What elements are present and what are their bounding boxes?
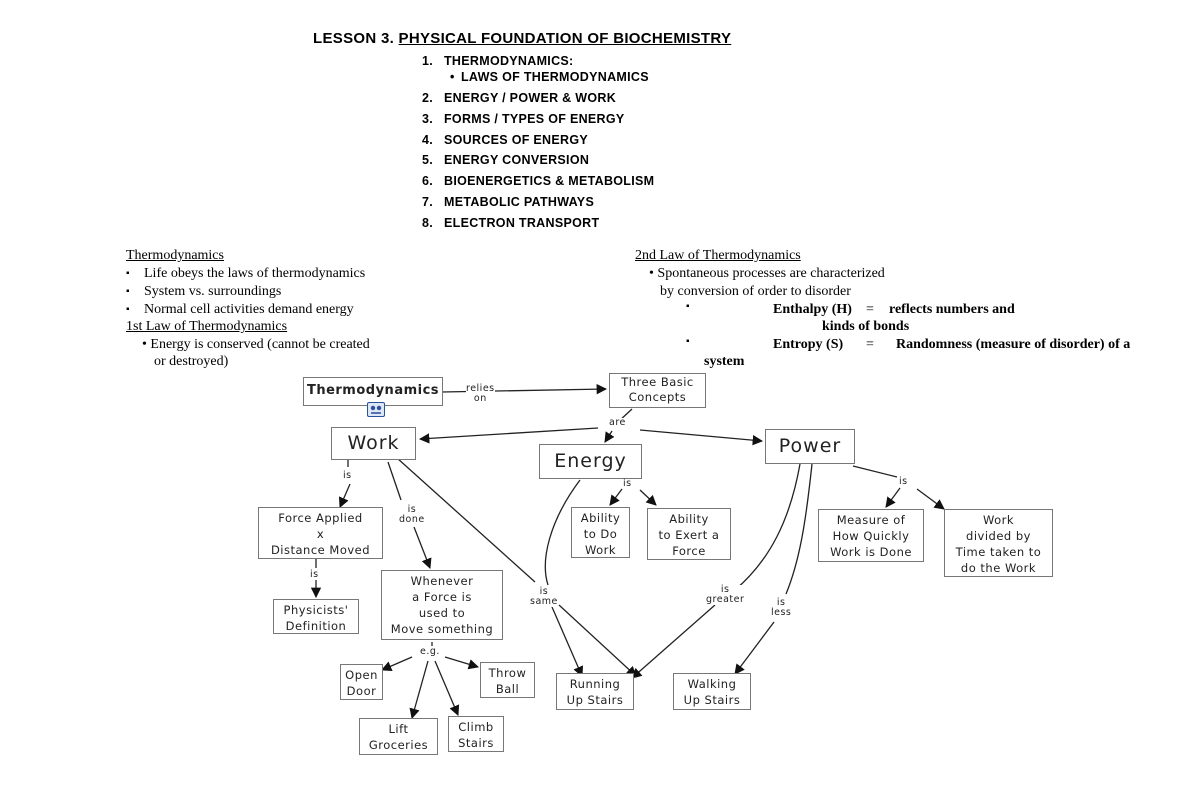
note-bullet: ▪Normal cell activities demand energy: [126, 302, 354, 317]
toc-item-8: 8.ELECTRON TRANSPORT: [422, 216, 600, 230]
node-physicists-definition: Physicists'Definition: [273, 599, 359, 634]
entropy-bullet: ▪: [686, 336, 690, 347]
node-thermodynamics: Thermodynamics: [303, 377, 443, 406]
toc-item-3: 3.FORMS / TYPES OF ENERGY: [422, 112, 625, 126]
link-label-eg: e.g.: [420, 646, 440, 657]
entropy-def-2: system: [704, 354, 745, 369]
entropy-eq: =: [866, 337, 874, 352]
note-bullet: ▪System vs. surroundings: [126, 284, 282, 299]
entropy-def: Randomness (measure of disorder) of a: [896, 337, 1131, 352]
second-law-text: • Spontaneous processes are characterize…: [649, 266, 885, 281]
first-law-text-2: or destroyed): [154, 354, 229, 369]
lesson-label: LESSON 3.: [313, 30, 395, 47]
toc-item-1: 1.THERMODYNAMICS:: [422, 54, 574, 68]
enthalpy-bullet: ▪: [686, 301, 690, 312]
lesson-title: LESSON 3. PHYSICAL FOUNDATION OF BIOCHEM…: [313, 30, 731, 47]
second-law-heading: 2nd Law of Thermodynamics: [635, 248, 801, 263]
toc-item-5: 5.ENERGY CONVERSION: [422, 153, 590, 167]
second-law-text-2: by conversion of order to disorder: [660, 284, 851, 299]
enthalpy-term: Enthalpy (H): [773, 302, 852, 317]
thermodynamics-heading: Thermodynamics: [126, 248, 224, 263]
link-label-is: is: [623, 478, 632, 489]
enthalpy-eq: =: [866, 302, 874, 317]
toc-item-6: 6.BIOENERGETICS & METABOLISM: [422, 174, 655, 188]
map-cluster-icon[interactable]: [367, 402, 385, 417]
link-label-is: is: [343, 470, 352, 481]
toc-item-7: 7.METABOLIC PATHWAYS: [422, 195, 595, 209]
enthalpy-def-2: kinds of bonds: [822, 319, 910, 334]
node-power: Power: [765, 429, 855, 464]
link-label-are: are: [609, 417, 626, 428]
link-label-is: is: [310, 569, 319, 580]
lesson-title-text: PHYSICAL FOUNDATION OF BIOCHEMISTRY: [398, 30, 732, 47]
toc-item-4: 4.SOURCES OF ENERGY: [422, 133, 589, 147]
node-energy: Energy: [539, 444, 642, 479]
enthalpy-def: reflects numbers and: [889, 302, 1015, 317]
map-cluster-icon-glyph: [370, 405, 382, 414]
entropy-term: Entropy (S): [773, 337, 844, 352]
toc-item-2: 2.ENERGY / POWER & WORK: [422, 91, 617, 105]
first-law-text: • Energy is conserved (cannot be created: [142, 337, 370, 352]
note-bullet: ▪Life obeys the laws of thermodynamics: [126, 266, 366, 281]
first-law-heading: 1st Law of Thermodynamics: [126, 319, 288, 334]
toc-subitem: •LAWS OF THERMODYNAMICS: [450, 70, 649, 84]
node-work: Work: [331, 427, 416, 460]
link-label-is: is: [899, 476, 908, 487]
